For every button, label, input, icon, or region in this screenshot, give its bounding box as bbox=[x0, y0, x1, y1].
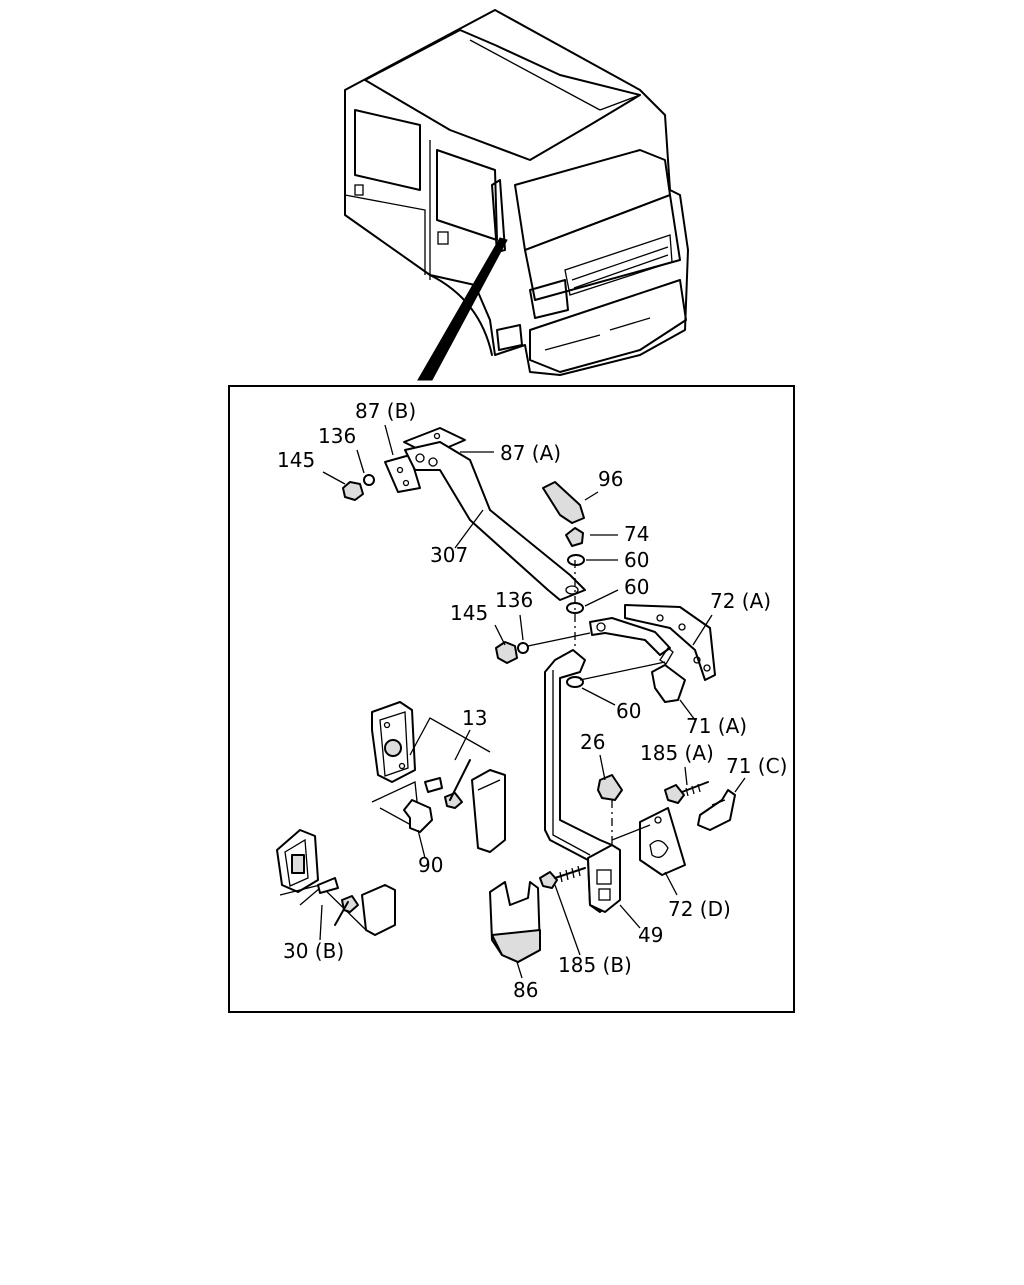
part-185a-bolt bbox=[664, 784, 685, 804]
part-71a-clamp bbox=[651, 664, 686, 703]
part-72a-bracket bbox=[624, 604, 716, 681]
callout-145-upper: 145 bbox=[277, 448, 315, 472]
part-26-clip bbox=[597, 774, 623, 801]
callout-49: 49 bbox=[638, 923, 663, 947]
part-13-mirror-cover bbox=[471, 769, 506, 853]
part-90-bracket bbox=[403, 799, 433, 833]
callout-185a: 185 (A) bbox=[640, 741, 714, 765]
part-307-stay bbox=[404, 441, 586, 601]
detail-pointer bbox=[417, 237, 508, 381]
callout-136-upper: 136 bbox=[318, 424, 356, 448]
callout-72a: 72 (A) bbox=[710, 589, 771, 613]
callout-86: 86 bbox=[513, 978, 538, 1002]
callout-60-1: 60 bbox=[624, 548, 649, 572]
part-30b-mirror-cover bbox=[361, 884, 396, 936]
callout-74: 74 bbox=[624, 522, 649, 546]
part-145-nut-upper bbox=[342, 481, 364, 501]
callout-13: 13 bbox=[462, 706, 487, 730]
part-136-washer-lower bbox=[517, 642, 529, 654]
callout-60-2: 60 bbox=[624, 575, 649, 599]
callout-26: 26 bbox=[580, 730, 605, 754]
part-71c-bracket bbox=[697, 789, 736, 831]
callout-71a: 71 (A) bbox=[686, 714, 747, 738]
part-60-washer-1 bbox=[567, 554, 585, 566]
callout-87b: 87 (B) bbox=[355, 399, 416, 423]
callout-71c: 71 (C) bbox=[726, 754, 787, 778]
part-185b-bolt bbox=[539, 871, 558, 889]
part-96-cap bbox=[542, 481, 585, 524]
callout-145-lower: 145 bbox=[450, 601, 488, 625]
detail-frame bbox=[228, 385, 795, 1013]
part-136-washer-upper bbox=[363, 474, 375, 486]
leader-lines bbox=[319, 424, 746, 979]
callout-90: 90 bbox=[418, 853, 443, 877]
callout-136-lower: 136 bbox=[495, 588, 533, 612]
callout-185b: 185 (B) bbox=[558, 953, 632, 977]
callout-87a: 87 (A) bbox=[500, 441, 561, 465]
callout-72d: 72 (D) bbox=[668, 897, 731, 921]
part-145-nut-lower bbox=[495, 641, 518, 664]
part-60-washer-3 bbox=[566, 676, 584, 688]
callout-96: 96 bbox=[598, 467, 623, 491]
part-74-nut bbox=[565, 527, 584, 547]
truck-cab-illustration bbox=[344, 9, 689, 376]
callout-30b: 30 (B) bbox=[283, 939, 344, 963]
part-upper-arm bbox=[589, 617, 671, 656]
callout-307: 307 bbox=[430, 543, 468, 567]
callout-60-3: 60 bbox=[616, 699, 641, 723]
